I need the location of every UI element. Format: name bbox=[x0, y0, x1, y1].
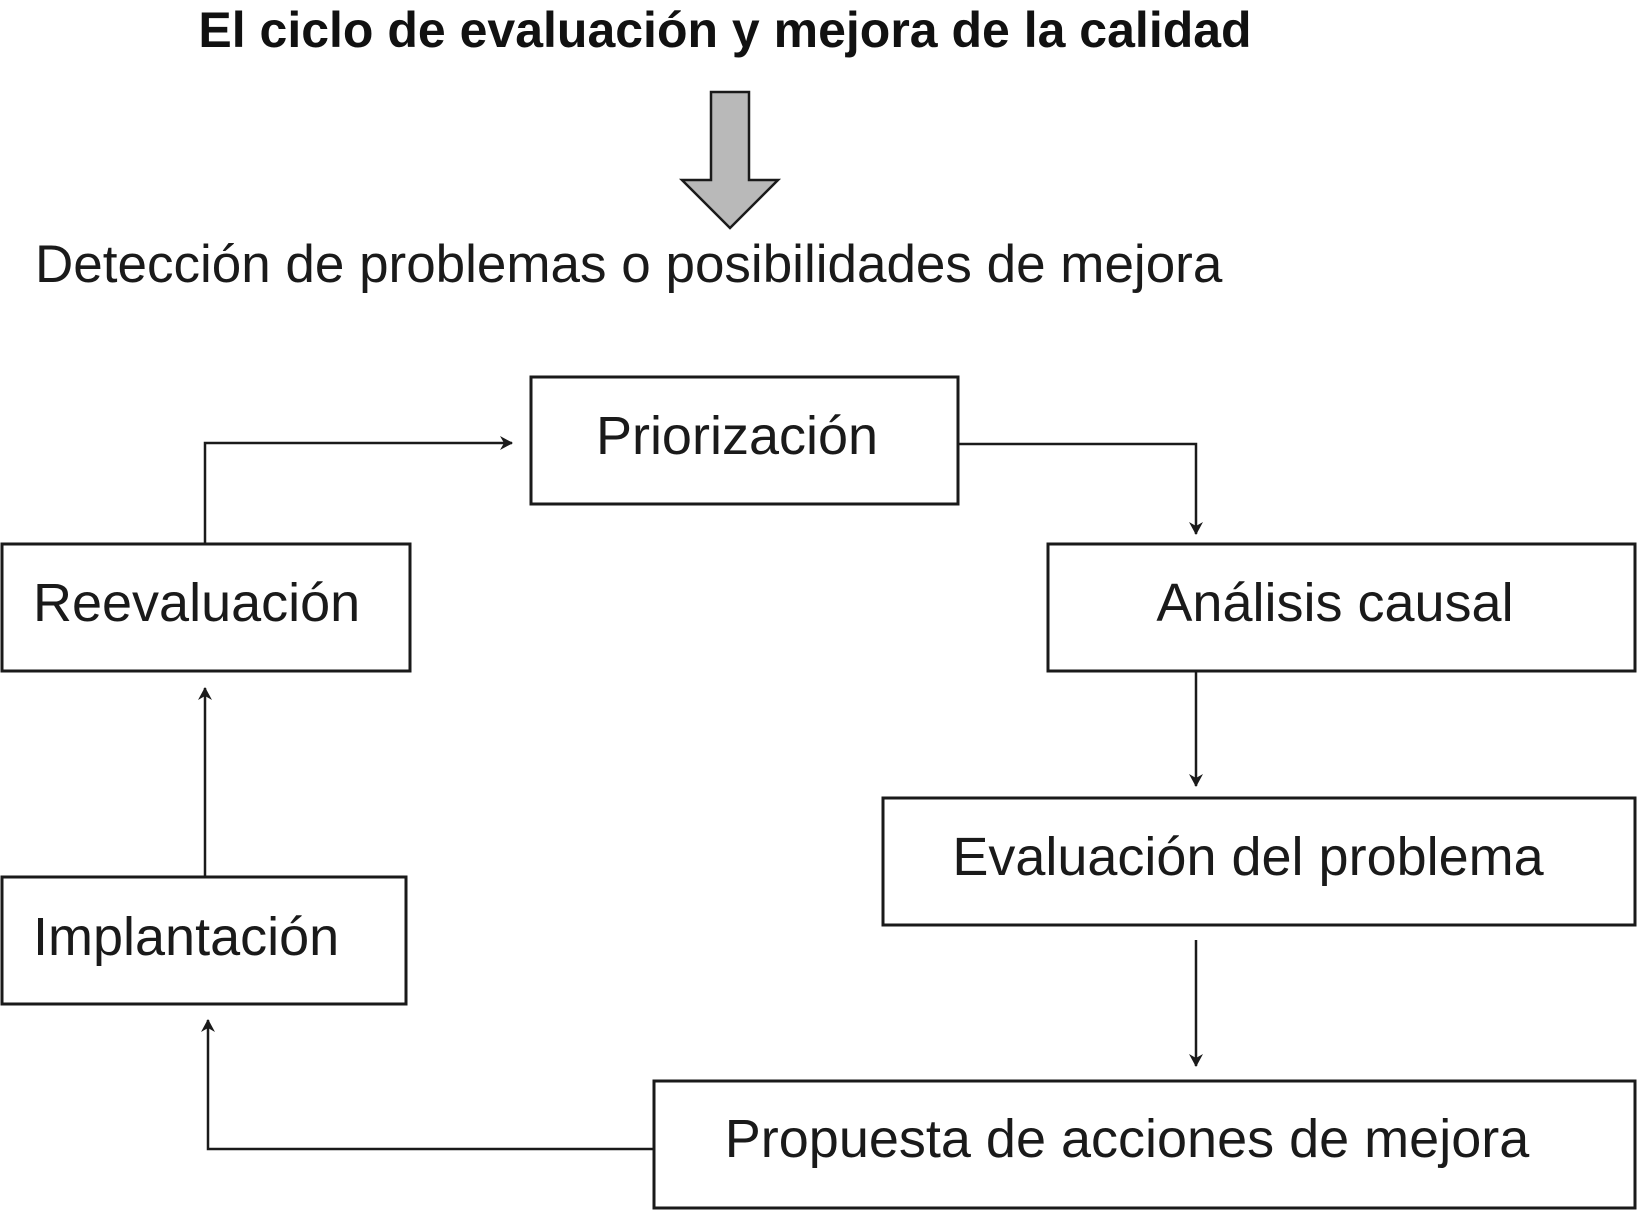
diagram-subtitle: Detección de problemas o posibilidades d… bbox=[35, 235, 1223, 294]
node-implantacion-label: Implantación bbox=[33, 907, 339, 967]
node-evaluacion-problema-label: Evaluación del problema bbox=[952, 827, 1544, 887]
node-priorizacion-label: Priorización bbox=[596, 406, 878, 466]
node-implantacion: Implantación bbox=[0, 875, 408, 1006]
edge-priorizacion-analisis bbox=[958, 442, 1203, 535]
node-propuesta-acciones-label: Propuesta de acciones de mejora bbox=[725, 1109, 1530, 1169]
edge-reevaluacion-priorizacion bbox=[203, 436, 513, 544]
diagram-title: El ciclo de evaluación y mejora de la ca… bbox=[198, 2, 1251, 58]
node-propuesta-acciones: Propuesta de acciones de mejora bbox=[652, 1079, 1637, 1210]
node-evaluacion-problema: Evaluación del problema bbox=[881, 796, 1637, 927]
edge-propuesta-implantacion bbox=[201, 1019, 654, 1151]
node-reevaluacion-label: Reevaluación bbox=[33, 573, 360, 633]
node-priorizacion: Priorización bbox=[529, 375, 960, 506]
big-down-arrow-icon bbox=[678, 90, 782, 230]
node-analisis-causal: Análisis causal bbox=[1046, 542, 1637, 673]
node-analisis-causal-label: Análisis causal bbox=[1156, 573, 1513, 633]
node-reevaluacion: Reevaluación bbox=[0, 542, 412, 673]
